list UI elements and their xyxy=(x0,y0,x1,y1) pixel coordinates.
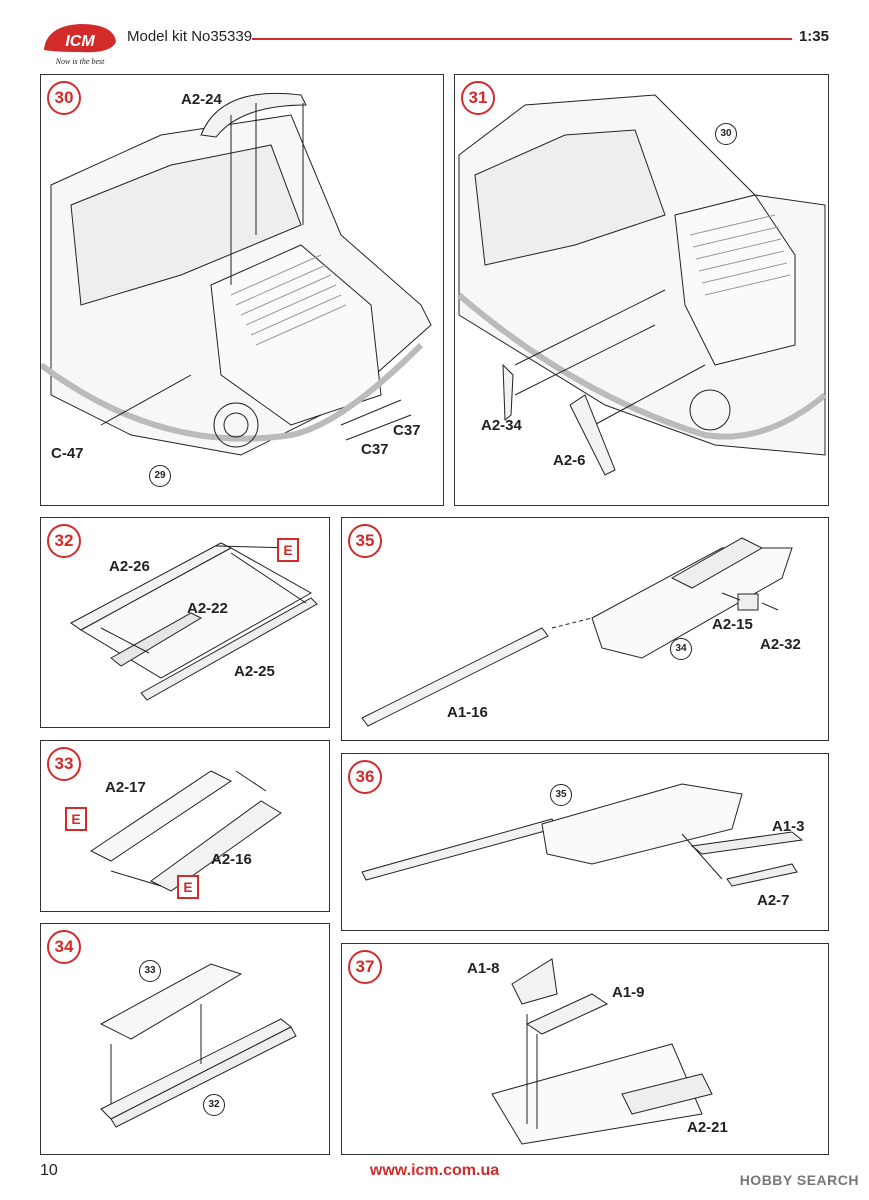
part-label: A1-16 xyxy=(447,704,488,721)
part-label: A2-15 xyxy=(712,616,753,633)
step-30-panel: 30 A2-24 C-47 C37 C37 29 xyxy=(40,74,444,506)
part-label: A2-34 xyxy=(481,417,522,434)
reference-step-circle: 34 xyxy=(670,638,692,660)
step-31-badge: 31 xyxy=(461,81,495,115)
marker-e: E xyxy=(65,807,87,831)
step-36-drawing xyxy=(361,783,804,887)
logo-text: ICM xyxy=(65,33,95,50)
part-label: A2-32 xyxy=(760,636,801,653)
step-32-drawing xyxy=(70,542,318,701)
step-37-badge: 37 xyxy=(348,950,382,984)
reference-step-circle: 30 xyxy=(715,123,737,145)
kit-number: Model kit No35339 xyxy=(127,28,253,45)
step-30-badge: 30 xyxy=(47,81,81,115)
marker-e: E xyxy=(277,538,299,562)
step-35-panel: 35 A2-15 A2-32 A1-16 34 xyxy=(341,517,829,741)
step-37-drawing xyxy=(491,958,713,1145)
part-label: A2-6 xyxy=(553,452,586,469)
step-34-badge: 34 xyxy=(47,930,81,964)
part-label: C-47 xyxy=(51,445,84,462)
step-35-drawing xyxy=(361,537,793,727)
step-33-drawing xyxy=(90,770,282,892)
icm-logo: ICM Now is the best xyxy=(44,24,116,66)
step-32-badge: 32 xyxy=(47,524,81,558)
part-label: A1-9 xyxy=(612,984,645,1001)
page-header: ICM Now is the best Model kit No35339 1:… xyxy=(0,0,869,70)
step-34-panel: 34 33 32 xyxy=(40,923,330,1155)
step-31-drawing xyxy=(457,94,827,476)
part-label: A2-22 xyxy=(187,600,228,617)
part-label: A1-8 xyxy=(467,960,500,977)
logo-tagline: Now is the best xyxy=(55,57,105,66)
step-32-panel: 32 A2-26 A2-22 A2-25 E xyxy=(40,517,330,728)
part-label: A2-25 xyxy=(234,663,275,680)
part-label: C37 xyxy=(393,422,421,439)
part-label: A1-3 xyxy=(772,818,805,835)
reference-step-circle: 35 xyxy=(550,784,572,806)
step-36-panel: 36 35 A1-3 A2-7 xyxy=(341,753,829,931)
part-label: A2-24 xyxy=(181,91,222,108)
step-35-badge: 35 xyxy=(348,524,382,558)
part-label: A2-17 xyxy=(105,779,146,796)
step-34-drawing xyxy=(99,963,297,1128)
step-37-panel: 37 A1-8 A1-9 A2-21 xyxy=(341,943,829,1155)
step-31-panel: 31 30 A2-34 A2-6 xyxy=(454,74,829,506)
marker-e: E xyxy=(177,875,199,899)
page-number: 10 xyxy=(40,1162,58,1179)
part-label: A2-26 xyxy=(109,558,150,575)
website-link[interactable]: www.icm.com.ua xyxy=(369,1162,500,1179)
part-label: A2-7 xyxy=(757,892,790,909)
step-36-badge: 36 xyxy=(348,760,382,794)
header-divider xyxy=(252,38,792,40)
scale-label: 1:35 xyxy=(798,28,829,45)
step-30-drawing xyxy=(41,92,432,456)
step-33-panel: 33 A2-17 A2-16 E E xyxy=(40,740,330,912)
reference-step-circle: 29 xyxy=(149,465,171,487)
part-label: A2-16 xyxy=(211,851,252,868)
part-label: C37 xyxy=(361,441,389,458)
step-33-badge: 33 xyxy=(47,747,81,781)
watermark: HOBBY SEARCH xyxy=(739,1172,859,1188)
part-label: A2-21 xyxy=(687,1119,728,1136)
reference-step-circle: 32 xyxy=(203,1094,225,1116)
reference-step-circle: 33 xyxy=(139,960,161,982)
